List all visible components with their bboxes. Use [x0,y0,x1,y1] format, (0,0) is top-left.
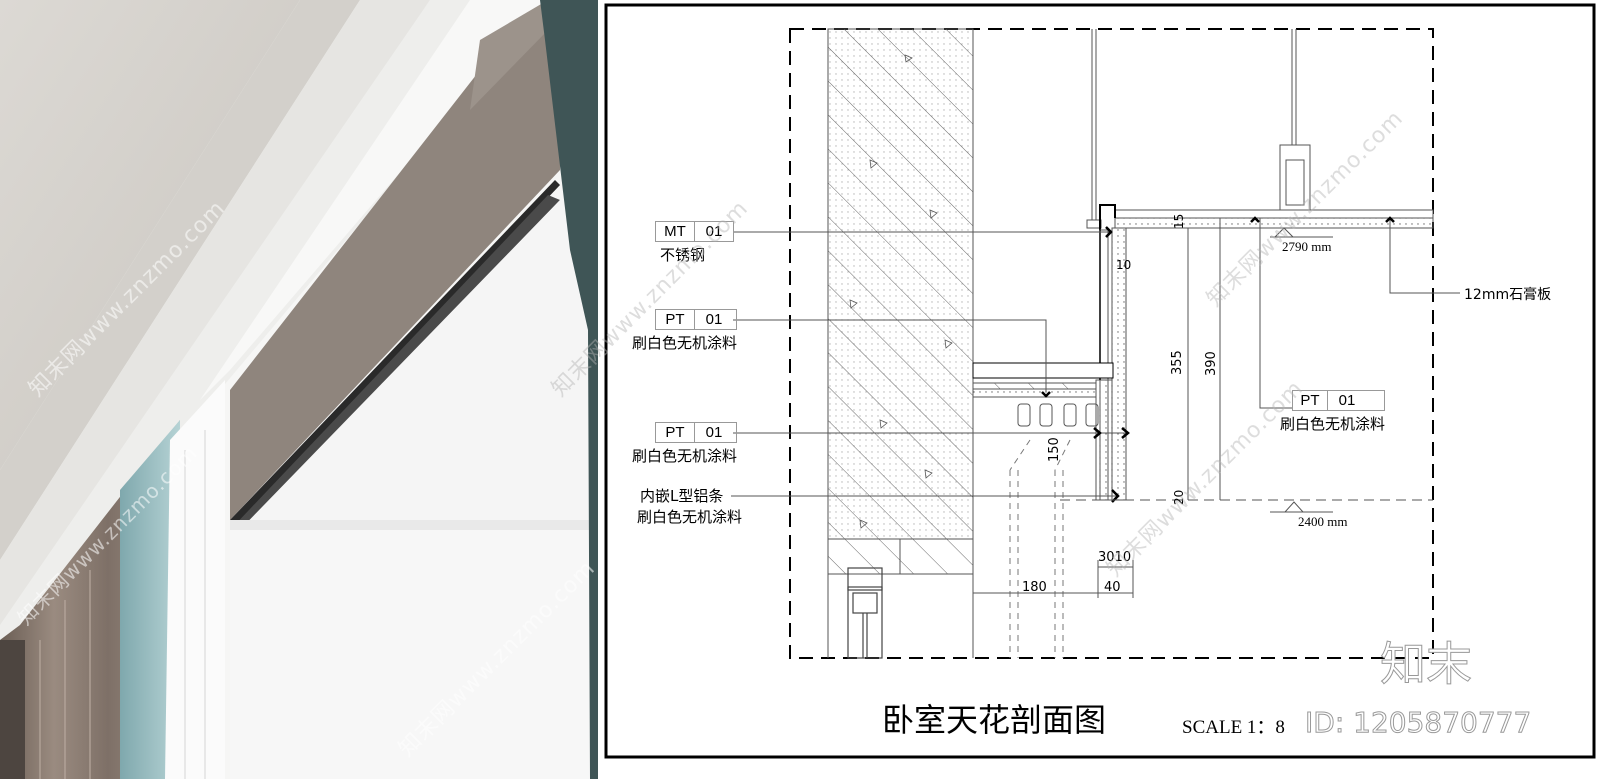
ceiling-curtain-photo [0,0,598,779]
tag-number: 01 [1338,392,1356,409]
reference-photo: 知末网www.znzmo.com 知末网www.znzmo.com 知末网www… [0,0,598,779]
level-upper: 2790 mm [1282,239,1332,254]
tag-description: 刷白色无机涂料 [632,447,738,465]
hanger-rods [1086,29,1311,229]
dim-15: 15 [1172,213,1186,229]
dimension-lines [972,218,1433,598]
tag-code: PT [1293,391,1328,410]
tag-number: 01 [705,424,723,441]
svg-text:知末: 知末 [1380,637,1472,691]
gypsum-ceiling [1099,204,1434,230]
aluminum-strip-note: 内嵌L型铝条 刷白色无机涂料 [637,485,743,527]
material-tag-pt01-c: PT 01 刷白色无机涂料 [1280,390,1386,434]
tag-description: 刷白色无机涂料 [632,334,738,352]
concrete-wall [827,28,974,658]
brand-watermark: 知末 [1380,637,1473,692]
dim-40: 40 [1104,580,1121,595]
dim-355: 355 [1170,350,1185,375]
tag-code: PT [656,423,695,442]
drawing-title: 卧室天花剖面图 [882,701,1107,739]
material-tag-pt01-a: PT 01 刷白色无机涂料 [632,309,738,353]
material-tag-mt01: MT 01 不锈钢 [655,221,734,265]
dim-3010: 3010 [1098,550,1132,565]
window-frame [847,567,883,659]
detail-boundary [789,28,1434,659]
tag-description: 刷白色无机涂料 [1280,415,1386,433]
tag-code: MT [656,222,695,241]
material-tag-pt01-b: PT 01 刷白色无机涂料 [632,422,738,466]
curtain-box [972,362,1114,658]
dim-180: 180 [1022,580,1047,595]
dim-20: 20 [1172,489,1186,505]
note-line: 内嵌L型铝条 [640,487,724,505]
tag-description: 不锈钢 [660,246,706,264]
dim-150: 150 [1047,437,1062,462]
id-label: ID: 1205870777 [1304,706,1532,740]
dim-390: 390 [1204,351,1219,376]
ceiling-section-drawing: 知末 [604,3,1596,759]
dim-10: 10 [1116,258,1132,272]
level-lower: 2400 mm [1298,514,1348,529]
sheet-border [604,3,1596,759]
section-drawing-sheet: 知末 MT 01 不锈钢 PT 01 刷白色无机涂料 PT 01 刷白色无机涂料… [547,0,1600,779]
tag-number: 01 [705,311,723,328]
tag-number: 01 [705,223,723,240]
tag-code: PT [656,310,695,329]
drawing-scale: SCALE 1：8 [1182,717,1285,738]
note-line: 刷白色无机涂料 [637,508,743,526]
leader-lines [731,218,1460,497]
gypsum-board-note: 12mm石膏板 [1464,287,1552,303]
